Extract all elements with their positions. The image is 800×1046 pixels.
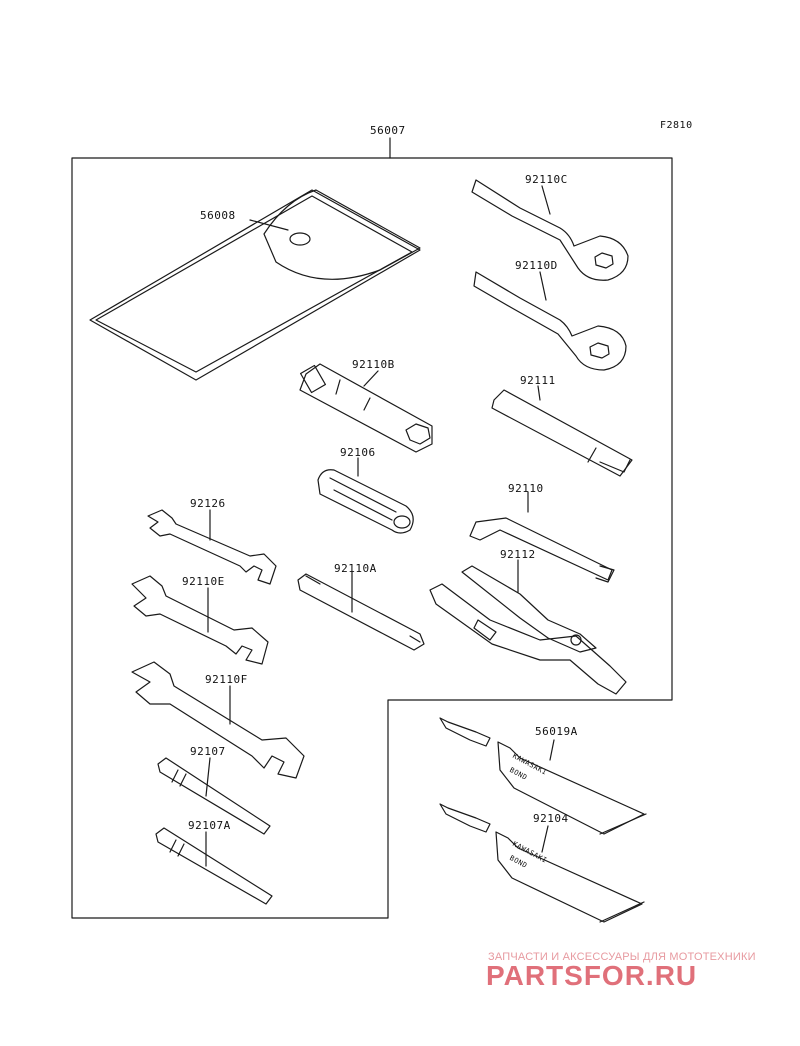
pin-spanner-92110a-illustration — [297, 573, 425, 651]
label-92110a: 92110A — [334, 562, 377, 575]
socket-92106-illustration — [317, 469, 414, 534]
kit-frame — [71, 157, 673, 919]
label-92110b: 92110B — [352, 358, 395, 371]
label-92110e: 92110E — [182, 575, 225, 588]
label-92106: 92106 — [340, 446, 376, 459]
label-92107a: 92107A — [188, 819, 231, 832]
hex-key-92110-illustration — [469, 517, 615, 583]
bond-tube-92104-illustration — [439, 803, 645, 923]
open-wrench-92126-illustration — [147, 509, 277, 585]
ring-wrench-92110d-illustration — [473, 271, 627, 371]
label-92110f: 92110F — [205, 673, 248, 686]
figure-code: F2810 — [660, 120, 693, 131]
label-92111: 92111 — [520, 374, 556, 387]
watermark-logo: PARTSFOR.RU — [486, 960, 697, 991]
open-wrench-92110f-illustration — [131, 661, 305, 779]
label-92110d: 92110D — [515, 259, 558, 272]
tool-bag-illustration — [89, 189, 421, 381]
screwdriver-92107a-illustration — [155, 827, 273, 905]
watermark-caption: ЗАПЧАСТИ И АКСЕССУАРЫ ДЛЯ МОТОТЕХНИКИ — [488, 951, 756, 963]
leader-lines — [205, 185, 555, 867]
label-92126: 92126 — [190, 497, 226, 510]
label-92107: 92107 — [190, 745, 226, 758]
label-92110: 92110 — [508, 482, 544, 495]
extension-bar-92111-illustration — [491, 389, 633, 477]
plug-wrench-92110b-illustration — [299, 363, 433, 453]
label-56008: 56008 — [200, 209, 236, 222]
label-92110c: 92110C — [525, 173, 568, 186]
label-56007: 56007 — [370, 124, 406, 137]
ring-wrench-92110c-illustration — [471, 179, 629, 281]
screwdriver-92107-illustration — [157, 757, 271, 835]
bond-tube-56019a-illustration — [439, 717, 647, 835]
label-92104: 92104 — [533, 812, 569, 825]
open-wrench-92110e-illustration — [131, 575, 269, 665]
label-56019a: 56019A — [535, 725, 578, 738]
label-92112: 92112 — [500, 548, 536, 561]
pliers-92112-illustration — [429, 565, 627, 695]
